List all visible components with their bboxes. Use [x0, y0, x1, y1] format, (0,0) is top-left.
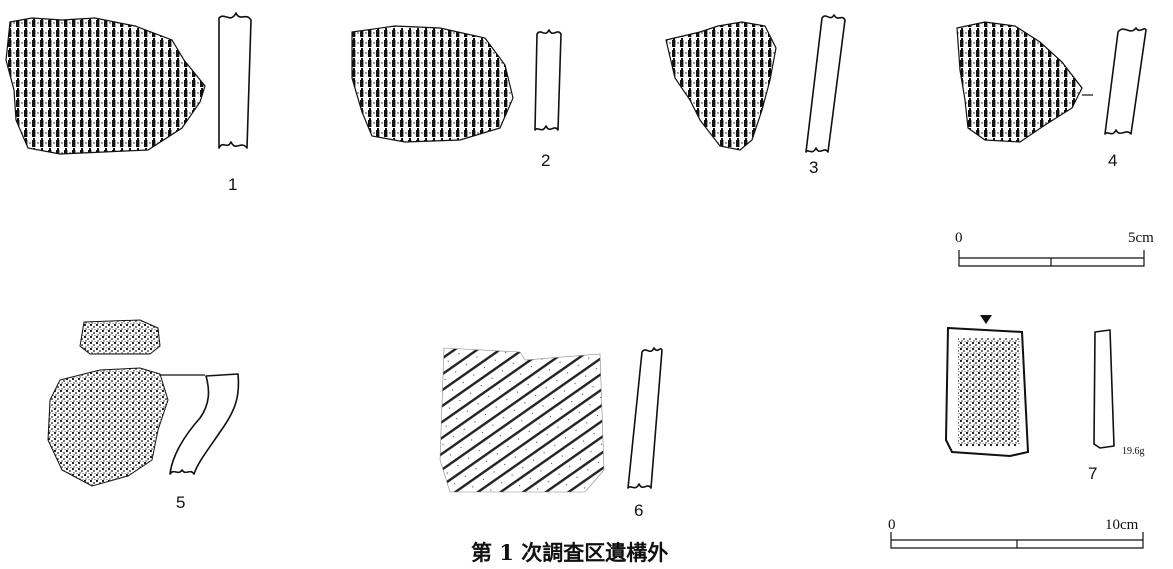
artifact-3-profile: [805, 14, 846, 153]
scale-bar-10cm-bar: [890, 532, 1144, 549]
artifact-7-profile: [1093, 329, 1115, 449]
scale-bar-10cm-start: 0: [888, 517, 896, 533]
artifact-6: 6: [439, 347, 663, 520]
artifact-5-body-rubbing: [47, 367, 169, 487]
artifact-7-surface: [958, 338, 1020, 446]
artifact-2-label: 2: [541, 151, 550, 170]
artifact-5-rim-rubbing: [79, 319, 161, 355]
artifact-1-label: 1: [228, 175, 237, 194]
artifact-3-rubbing: [665, 21, 777, 151]
artifact-7-drop-marker: [980, 315, 992, 324]
artifact-4-label: 4: [1108, 151, 1117, 170]
artifact-1: 1: [5, 12, 252, 194]
scale-bar-10cm: 0 10cm: [888, 517, 1144, 549]
artifact-2-rubbing: [351, 25, 514, 143]
artifact-1-rubbing: [5, 17, 206, 155]
artifact-5-label: 5: [176, 493, 185, 512]
scale-bar-10cm-end: 10cm: [1105, 517, 1139, 533]
artifact-3-label: 3: [809, 158, 818, 177]
artifact-3: 3: [665, 14, 846, 177]
artifact-6-label: 6: [634, 501, 643, 520]
artifact-7-weight: 19.6g: [1122, 446, 1145, 457]
artifact-4: 4: [956, 21, 1147, 170]
artifact-1-profile: [218, 12, 252, 149]
artifact-6-profile: [627, 347, 663, 489]
artifact-7-label: 7: [1088, 464, 1097, 483]
artifact-4-rubbing: [956, 21, 1083, 143]
figure-caption: 第 1 次調査区遺構外: [471, 540, 668, 565]
scale-bar-5cm-bar: [958, 250, 1145, 267]
scale-bar-5cm-end: 5cm: [1128, 230, 1154, 246]
artifact-2-profile: [534, 29, 562, 131]
scale-bar-5cm-start: 0: [955, 230, 963, 246]
artifact-6-rubbing: [439, 347, 605, 493]
scale-bar-5cm: 0 5cm: [955, 230, 1154, 267]
artifact-2: 2: [351, 25, 562, 170]
artifact-7: 19.6g 7: [944, 315, 1145, 483]
artifact-5: 5: [47, 319, 240, 512]
artifact-5-profile: [169, 373, 240, 475]
artifact-4-profile: [1104, 27, 1147, 135]
